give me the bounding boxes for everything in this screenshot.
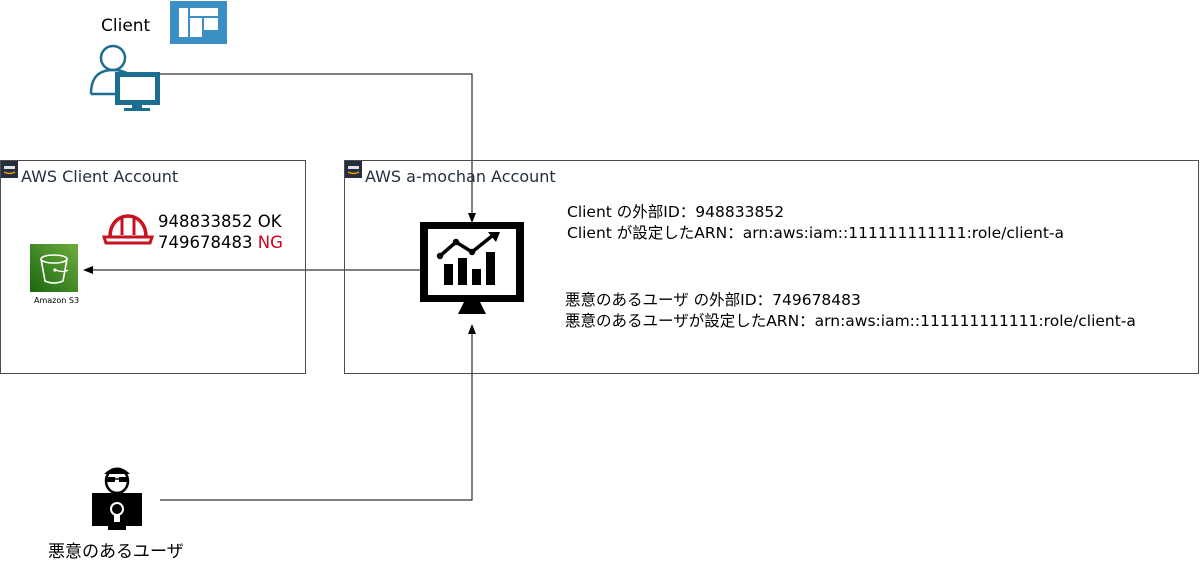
user-computer-icon: [88, 42, 163, 112]
client-external-id-text: Client の外部ID：948833852: [567, 203, 785, 221]
external-id-value: 749678483: [158, 233, 253, 252]
attacker-to-monitor-connector: [160, 324, 476, 501]
client-label: Client: [101, 16, 151, 36]
external-id-ng-line: 749678483 NG: [158, 233, 283, 253]
attacker-arn-text: 悪意のあるユーザが設定したARN：arn:aws:iam::1111111111…: [565, 312, 1136, 330]
dashboard-layout-icon: [170, 1, 227, 44]
aws-client-account-group: AWS Client Account: [0, 160, 306, 374]
status-ng: NG: [257, 233, 283, 252]
aws-logo-icon: [345, 161, 362, 178]
client-arn-text: Client が設定したARN：arn:aws:iam::11111111111…: [567, 224, 1065, 242]
amazon-s3-icon: [30, 244, 78, 292]
hacker-icon: [92, 462, 142, 532]
external-id-value: 948833852: [158, 212, 253, 231]
status-ok: OK: [257, 212, 282, 231]
external-id-ok-line: 948833852 OK: [158, 212, 282, 232]
aws-logo-icon: [1, 161, 18, 178]
group-title: AWS Client Account: [21, 167, 179, 186]
group-title: AWS a-mochan Account: [365, 167, 556, 186]
hard-hat-icon: [101, 213, 155, 247]
analytics-monitor-icon: [420, 222, 524, 318]
attacker-external-id-text: 悪意のあるユーザ の外部ID：749678483: [565, 291, 861, 309]
amazon-s3-label: Amazon S3: [34, 296, 80, 305]
aws-a-mochan-account-group: AWS a-mochan Account: [344, 160, 1199, 374]
client-to-monitor-connector: [160, 73, 476, 223]
attacker-label: 悪意のあるユーザ: [48, 542, 184, 562]
